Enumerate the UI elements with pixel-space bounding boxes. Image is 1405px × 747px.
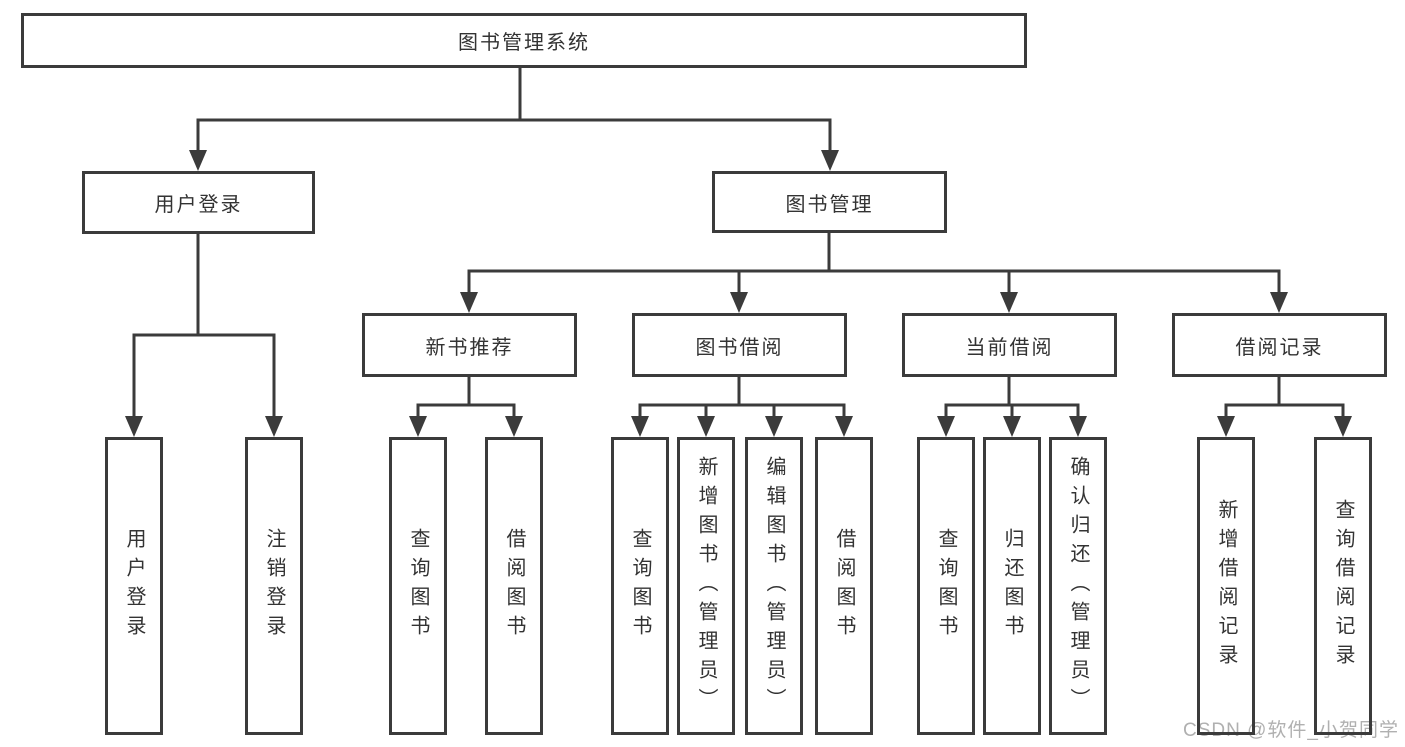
- leaf-logout: 注销登录: [245, 437, 303, 735]
- arrowhead-icon: [937, 416, 955, 437]
- node-book-borrow: 图书借阅: [632, 313, 847, 377]
- csdn-watermark: CSDN @软件_小贺同学: [1183, 720, 1399, 741]
- connector-root-split: [196, 68, 832, 152]
- node-borrow-records: 借阅记录: [1172, 313, 1387, 377]
- leaf-query-borrow-record: 查询借阅记录: [1314, 437, 1372, 735]
- arrowhead-icon: [835, 416, 853, 437]
- leaf-current-query-book: 查询图书: [917, 437, 975, 735]
- leaf-edit-book-admin-label: 编辑图书（管理员）: [763, 455, 785, 717]
- arrowhead-icon: [765, 416, 783, 437]
- leaf-confirm-return-admin-label: 确认归还（管理员）: [1067, 455, 1089, 717]
- leaf-return-book-label: 归还图书: [1001, 528, 1023, 644]
- leaf-current-query-book-label: 查询图书: [935, 528, 957, 644]
- leaf-borrow-query-book: 查询图书: [611, 437, 669, 735]
- arrowhead-icon: [1000, 292, 1018, 313]
- node-root: 图书管理系统: [21, 13, 1027, 68]
- connector-login-split: [132, 234, 276, 418]
- leaf-borrow-query-book-label: 查询图书: [629, 528, 651, 644]
- leaf-return-book: 归还图书: [983, 437, 1041, 735]
- leaf-add-book-admin-label: 新增图书（管理员）: [695, 455, 717, 717]
- node-book-mgmt-label: 图书管理: [785, 193, 874, 216]
- arrowhead-icon: [265, 416, 283, 437]
- node-book-borrow-label: 图书借阅: [695, 336, 784, 359]
- leaf-user-login-label: 用户登录: [123, 528, 145, 644]
- arrowhead-icon: [505, 416, 523, 437]
- arrowhead-icon: [730, 292, 748, 313]
- connector-borrow-split: [638, 377, 846, 418]
- arrowhead-icon: [189, 150, 207, 171]
- leaf-borrow-book-label: 借阅图书: [833, 528, 855, 644]
- arrowhead-icon: [1270, 292, 1288, 313]
- node-root-label: 图书管理系统: [458, 32, 590, 54]
- arrowhead-icon: [697, 416, 715, 437]
- arrowhead-icon: [821, 150, 839, 171]
- arrowheads: [125, 150, 1352, 437]
- node-borrow-records-label: 借阅记录: [1235, 336, 1324, 359]
- arrowhead-icon: [1003, 416, 1021, 437]
- node-current-borrow-label: 当前借阅: [965, 336, 1054, 359]
- connector-records-split: [1224, 377, 1345, 418]
- arrowhead-icon: [460, 292, 478, 313]
- arrowhead-icon: [1069, 416, 1087, 437]
- leaf-add-book-admin: 新增图书（管理员）: [677, 437, 735, 735]
- arrowhead-icon: [409, 416, 427, 437]
- connector-mgmt-split: [467, 233, 1281, 294]
- node-current-borrow: 当前借阅: [902, 313, 1117, 377]
- leaf-add-borrow-record-label: 新增借阅记录: [1215, 499, 1237, 673]
- connector-lines: [132, 68, 1345, 418]
- leaf-borrow-book: 借阅图书: [815, 437, 873, 735]
- arrowhead-icon: [125, 416, 143, 437]
- connector-current-split: [944, 377, 1080, 418]
- leaf-edit-book-admin: 编辑图书（管理员）: [745, 437, 803, 735]
- leaf-query-borrow-record-label: 查询借阅记录: [1332, 499, 1354, 673]
- node-user-login-label: 用户登录: [154, 194, 243, 216]
- leaf-rec-query-book-label: 查询图书: [407, 528, 429, 644]
- node-book-mgmt: 图书管理: [712, 171, 947, 233]
- node-user-login: 用户登录: [82, 171, 315, 234]
- node-new-book-rec: 新书推荐: [362, 313, 577, 377]
- arrowhead-icon: [1334, 416, 1352, 437]
- arrowhead-icon: [1217, 416, 1235, 437]
- leaf-rec-borrow-book-label: 借阅图书: [503, 528, 525, 644]
- leaf-logout-label: 注销登录: [263, 528, 285, 644]
- node-new-book-rec-label: 新书推荐: [425, 336, 514, 359]
- arrowhead-icon: [631, 416, 649, 437]
- leaf-add-borrow-record: 新增借阅记录: [1197, 437, 1255, 735]
- leaf-confirm-return-admin: 确认归还（管理员）: [1049, 437, 1107, 735]
- leaf-user-login: 用户登录: [105, 437, 163, 735]
- connector-rec-split: [416, 377, 516, 418]
- leaf-rec-query-book: 查询图书: [389, 437, 447, 735]
- leaf-rec-borrow-book: 借阅图书: [485, 437, 543, 735]
